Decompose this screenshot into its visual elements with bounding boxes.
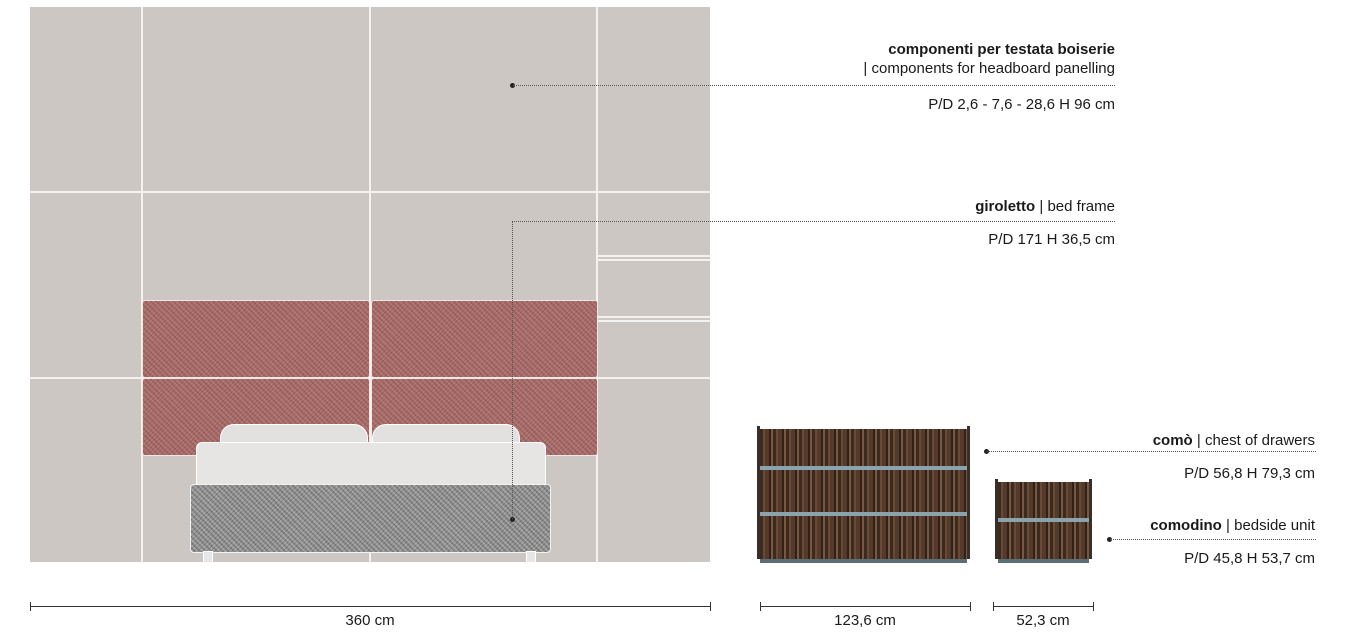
chest-side — [967, 426, 970, 559]
chest-width-label: 123,6 cm — [834, 612, 896, 629]
panel-divider — [369, 7, 371, 562]
bed-leg — [203, 551, 213, 563]
bedside-label: comodino | bedside unit — [1150, 516, 1315, 535]
callout-dot — [1107, 537, 1112, 542]
headboard-label-it: componenti per testata boiserie — [888, 41, 1115, 58]
panel-divider — [141, 7, 143, 562]
ruler-tick — [1093, 602, 1094, 611]
bedside-side — [1089, 479, 1092, 559]
chest-width-ruler — [760, 606, 970, 607]
callout-leader — [987, 451, 1316, 452]
bedside-measure: P/D 45,8 H 53,7 cm — [1184, 550, 1315, 567]
bedside-label-it: comodino — [1150, 517, 1222, 534]
headboard-cushion — [371, 300, 598, 378]
panel-divider — [30, 377, 710, 379]
callout-dot — [984, 449, 989, 454]
ruler-tick — [993, 602, 994, 611]
chest-label-en: | chest of drawers — [1196, 432, 1315, 449]
headboard-label-en: | components for headboard panelling — [863, 60, 1115, 77]
panel-divider — [596, 7, 598, 562]
drawer-separator — [760, 466, 967, 470]
bedside-base — [998, 559, 1089, 563]
bedside-side — [995, 479, 998, 559]
panel-divider — [596, 316, 710, 318]
callout-leader — [512, 221, 1115, 222]
ruler-tick — [710, 602, 711, 611]
headboard-measure: P/D 2,6 - 7,6 - 28,6 H 96 cm — [928, 96, 1115, 113]
callout-leader — [512, 221, 513, 519]
callout-dot — [510, 83, 515, 88]
drawer-separator — [760, 512, 967, 516]
chest-base — [760, 559, 967, 563]
callout-dot — [510, 517, 515, 522]
headboard-cushion — [142, 300, 370, 378]
bed-frame-label: giroletto | bed frame — [975, 197, 1115, 216]
chest-of-drawers — [760, 429, 967, 559]
wall-width-label: 360 cm — [345, 612, 395, 629]
bed-frame — [190, 484, 551, 553]
panel-divider — [30, 191, 710, 193]
chest-label-it: comò — [1152, 432, 1193, 449]
bed-frame-label-en: | bed frame — [1039, 198, 1115, 215]
bed-leg — [526, 551, 536, 563]
ruler-tick — [30, 602, 31, 611]
ruler-tick — [970, 602, 971, 611]
drawer-separator — [998, 518, 1089, 522]
wall-width-ruler — [30, 606, 710, 607]
chest-label: comò | chest of drawers — [1153, 431, 1315, 450]
callout-leader — [513, 85, 1115, 86]
bedside-width-label: 52,3 cm — [1016, 612, 1070, 629]
panel-divider — [596, 320, 710, 322]
bed-frame-measure: P/D 171 H 36,5 cm — [988, 231, 1115, 248]
chest-side — [757, 426, 760, 559]
callout-leader — [1110, 539, 1316, 540]
bedside-width-ruler — [993, 606, 1093, 607]
bed-frame-label-it: giroletto — [975, 198, 1036, 215]
ruler-tick — [760, 602, 761, 611]
bedside-label-en: | bedside unit — [1226, 517, 1315, 534]
mattress — [196, 442, 546, 488]
chest-measure: P/D 56,8 H 79,3 cm — [1184, 465, 1315, 482]
panel-divider — [596, 259, 710, 261]
panel-divider — [596, 255, 710, 257]
headboard-label: componenti per testata boiserie | compon… — [863, 40, 1115, 78]
